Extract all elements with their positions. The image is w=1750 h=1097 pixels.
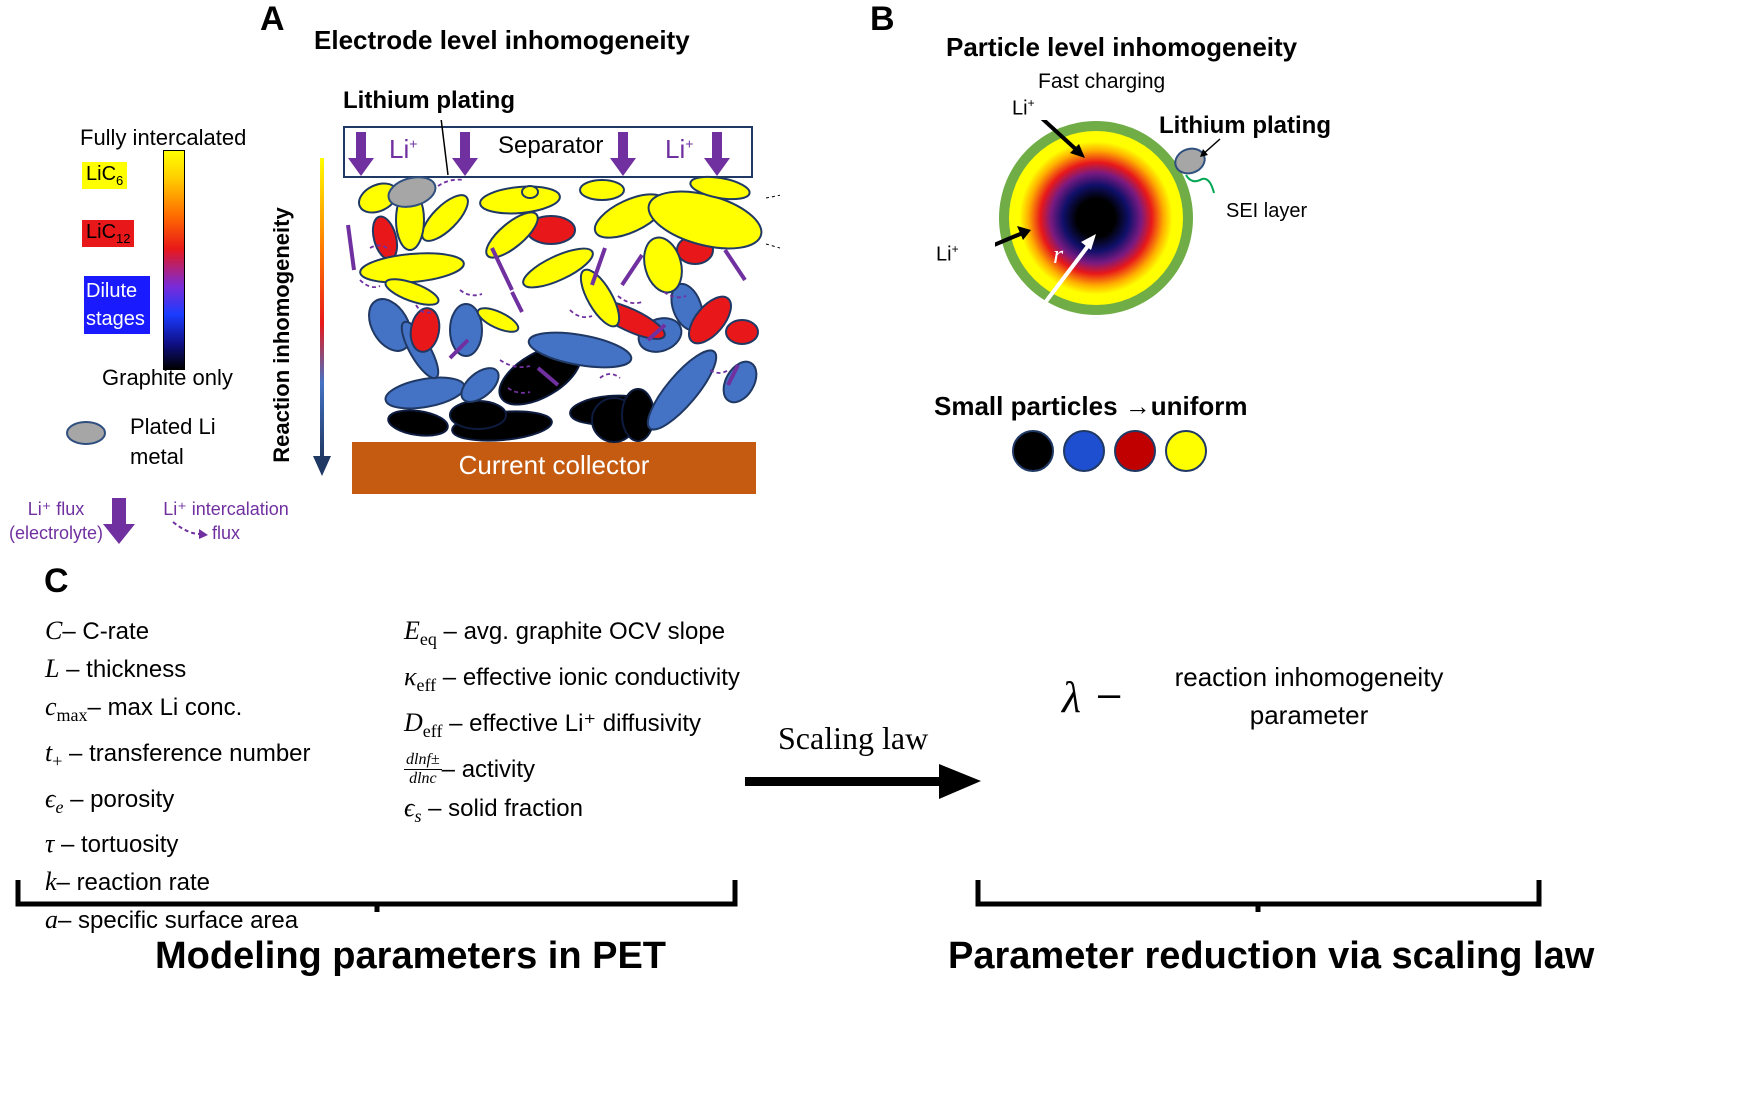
small-particle-yellow: [1165, 430, 1207, 472]
electrode-illustration: [343, 120, 780, 494]
li-ion-label-right: Li+: [665, 134, 694, 164]
plated-li-legend-icon: [66, 421, 106, 445]
stage-chip-dilute: Dilute stages: [84, 276, 150, 334]
panel-a-title: Electrode level inhomogeneity: [314, 25, 690, 55]
param-solid-fraction: ϵs – solid fraction: [404, 793, 583, 827]
panel-a-letter: A: [260, 0, 285, 38]
particle-core: [1009, 131, 1183, 305]
param-porosity: ϵe – porosity: [45, 783, 175, 817]
param-reaction-rate: k– reaction rate: [45, 867, 210, 897]
param-tortuosity: τ – tortuosity: [45, 829, 179, 859]
colorbar: [163, 150, 185, 370]
panel-c-letter: C: [44, 562, 69, 600]
param-ionic-conductivity: κeff – effective ionic conductivity: [404, 661, 740, 695]
small-particles-row: [1012, 430, 1207, 472]
stage-chip-lic12: LiC12: [82, 220, 135, 247]
small-particle-blue: [1063, 430, 1105, 472]
small-particles-label: Small particles →uniform: [934, 391, 1248, 421]
activity-fraction-numerator: dlnf±: [404, 750, 442, 770]
small-particle-black: [1012, 430, 1054, 472]
scaling-law-arrow: [745, 764, 981, 799]
reaction-axis-label: Reaction inhomogeneity: [269, 207, 294, 463]
panel-b-lithium-plating-label: Lithium plating: [1159, 112, 1331, 139]
activity-fraction-denominator: dlnc: [409, 769, 437, 787]
bottom-left-caption: Modeling parameters in PET: [155, 935, 666, 977]
flux-intercalation-arrow-icon: [172, 521, 208, 539]
radius-label: r: [1053, 240, 1064, 269]
plated-li-on-particle: [1174, 138, 1221, 194]
param-activity: dlnf± dlnc – activity: [404, 750, 536, 787]
lambda-dash: –: [1098, 672, 1121, 716]
panel-a-lithium-plating-label: Lithium plating: [343, 87, 515, 114]
li-ion-top-label: Li+: [1012, 96, 1035, 120]
particle-cross-section: [995, 120, 1193, 315]
panel-b-letter: B: [870, 0, 895, 38]
li-ion-left-label: Li+: [936, 242, 959, 266]
param-c-rate: C– C-rate: [45, 616, 150, 645]
current-collector-block: [352, 442, 756, 494]
small-particle-red: [1114, 430, 1156, 472]
param-surface-area: a– specific surface area: [45, 905, 299, 935]
left-bracket: [15, 880, 738, 912]
param-list-right: Eeq – avg. graphite OCV slope κeff – eff…: [404, 612, 740, 835]
separator-label: Separator: [498, 132, 604, 159]
separator-box: [343, 126, 753, 178]
flux-intercalation-label: Li⁺ intercalation flux: [163, 499, 289, 543]
param-ocv-slope: Eeq – avg. graphite OCV slope: [404, 616, 726, 649]
flux-electrolyte-arrow-icon: [103, 498, 135, 544]
bottom-right-caption: Parameter reduction via scaling law: [948, 935, 1595, 977]
lambda-symbol: λ: [1062, 673, 1082, 722]
colorbar-top-label: Fully intercalated: [80, 125, 247, 150]
param-thickness: L – thickness: [45, 654, 187, 683]
flux-electrolyte-label: Li⁺ flux (electrolyte): [8, 499, 104, 543]
sei-layer-label: SEI layer: [1226, 200, 1308, 222]
plated-li-legend-label: Plated Li metal: [130, 414, 216, 469]
stage-chip-lic6: LiC6: [82, 162, 128, 189]
right-bracket: [975, 880, 1542, 912]
scaling-law-label: Scaling law: [778, 720, 929, 756]
current-collector-label: Current collector: [458, 450, 650, 480]
li-ion-label-left: Li+: [389, 134, 418, 164]
param-list-left: C– C-rate L – thickness cmax– max Li con…: [45, 612, 311, 939]
param-diffusivity: Deff – effective Li⁺ diffusivity: [404, 707, 702, 741]
fast-charging-label: Fast charging: [1038, 70, 1166, 93]
param-transference: t+ – transference number: [45, 737, 311, 771]
param-max-conc: cmax– max Li conc.: [45, 692, 243, 725]
reaction-gradient-arrow: [313, 158, 331, 476]
colorbar-bottom-label: Graphite only: [102, 365, 233, 390]
lambda-description: reaction inhomogeneity parameter: [1174, 662, 1444, 730]
panel-b-title: Particle level inhomogeneity: [946, 32, 1298, 62]
